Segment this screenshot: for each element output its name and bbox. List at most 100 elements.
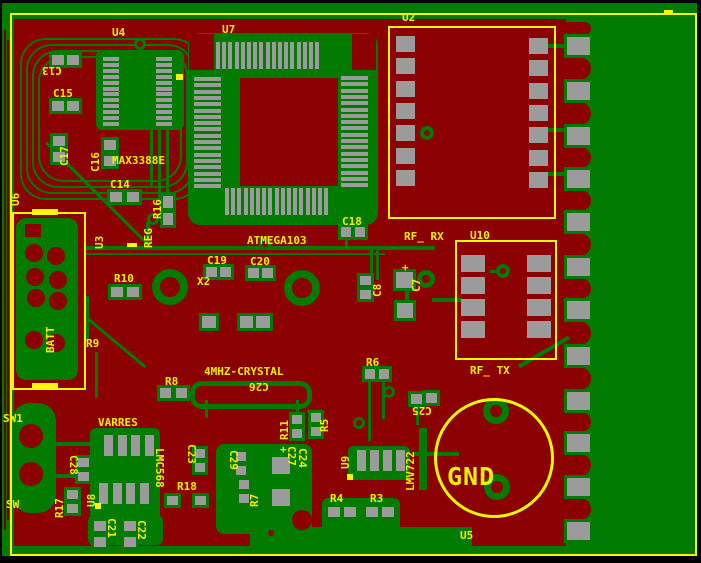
label-u8[interactable]: U8 [85,493,98,507]
label-x2[interactable]: X2 [197,275,211,288]
r7-pad[interactable] [239,480,249,489]
u10-pin-pad[interactable] [461,299,485,316]
u7-pin-pad[interactable] [194,184,221,188]
u4-pin-pad[interactable] [103,98,119,102]
c23-pad[interactable] [195,449,205,458]
u4-pin-pad[interactable] [156,104,172,108]
u10-pin-pad[interactable] [461,255,485,272]
u4-pin-pad[interactable] [103,110,119,114]
c19-pad[interactable] [206,267,217,277]
r18-pad[interactable] [167,496,178,505]
r8-pad[interactable] [160,388,171,398]
c8-pad[interactable] [360,276,371,285]
u7-pin-pad[interactable] [297,42,301,69]
u4-pin-pad[interactable] [103,104,119,108]
u7-pin-pad[interactable] [341,108,368,112]
u7-pin-pad[interactable] [194,109,221,113]
label-u3[interactable]: U3 [93,235,106,249]
c24-pad[interactable] [272,489,290,506]
edge-pad[interactable] [567,170,590,188]
u7-pin-pad[interactable] [231,188,235,215]
u7-pin-pad[interactable] [228,42,232,69]
u2-pin-pad[interactable] [529,127,548,143]
u7-pin-pad[interactable] [194,159,221,163]
u7-pin-pad[interactable] [341,145,368,149]
u4-pin-pad[interactable] [156,87,172,91]
r6-pad[interactable] [379,369,389,379]
u7-pin-pad[interactable] [278,42,282,69]
label-r7[interactable]: R7 [248,493,261,507]
label-sw[interactable]: SW [6,498,20,511]
label-c20[interactable]: C20 [250,255,270,268]
u2-pin-pad[interactable] [396,170,415,186]
label-crystal[interactable]: 4MHZ-CRYSTAL [204,365,284,378]
u4-pin-pad[interactable] [156,92,172,96]
u7-pin-pad[interactable] [194,178,221,182]
label-sw1[interactable]: SW1 [3,412,23,425]
r8-pad[interactable] [176,388,187,398]
label-r16[interactable]: R16 [151,199,164,219]
u7-pin-pad[interactable] [287,188,291,215]
u10-pin-pad[interactable] [527,277,551,294]
edge-pad[interactable] [567,82,590,100]
label-c28[interactable]: C28 [67,455,80,475]
u2-pin-pad[interactable] [529,38,548,54]
c23-pad[interactable] [195,463,205,472]
u7-pin-pad[interactable] [194,121,221,125]
u9-pin-pad[interactable] [370,450,379,471]
u7-pin-pad[interactable] [259,42,263,69]
u7-pin-pad[interactable] [222,42,226,69]
u9-pin-pad[interactable] [357,450,366,471]
u7-pin-pad[interactable] [194,172,221,176]
c18-pad[interactable] [355,227,365,237]
c21-pad[interactable] [94,521,106,531]
r4-pad[interactable] [344,507,356,517]
u2-pin-pad[interactable] [529,105,548,121]
u2-pin-pad[interactable] [529,60,548,76]
u7-pin-pad[interactable] [341,164,368,168]
u7-pin-pad[interactable] [341,82,368,86]
u7-pin-pad[interactable] [250,188,254,215]
c28-pad[interactable] [78,472,89,481]
u10-pin-pad[interactable] [527,299,551,316]
u7-pin-pad[interactable] [194,127,221,131]
edge-pad[interactable] [567,258,590,276]
edge-pad[interactable] [567,347,590,365]
u7-pin-pad[interactable] [194,102,221,106]
c7-pad2[interactable] [397,303,413,318]
u7-pin-pad[interactable] [281,188,285,215]
label-u5[interactable]: U5 [460,529,474,542]
label-max3388e[interactable]: MAX3388E [112,154,165,167]
c16-pad[interactable] [104,156,116,166]
u7-pin-pad[interactable] [341,171,368,175]
gnd-ring-outline[interactable] [434,398,554,518]
u4-pin-pad[interactable] [103,81,119,85]
r17-pad[interactable] [67,490,78,499]
u7-pin-pad[interactable] [194,165,221,169]
u7-pin-pad[interactable] [194,96,221,100]
label-c21[interactable]: C21 [105,518,118,538]
u7-pin-pad[interactable] [256,188,260,215]
u7-pin-pad[interactable] [341,95,368,99]
u7-pin-pad[interactable] [303,42,307,69]
u7-pin-pad[interactable] [194,140,221,144]
label-u4[interactable]: U4 [112,26,126,39]
c14-pad[interactable] [110,192,122,202]
u7-pin-pad[interactable] [272,42,276,69]
c18-pad[interactable] [341,227,351,237]
u7-pin-pad[interactable] [194,153,221,157]
u4-pin-pad[interactable] [103,116,119,120]
r5-pad[interactable] [311,413,321,422]
u2-pin-pad[interactable] [396,36,415,52]
u4-pin-pad[interactable] [156,81,172,85]
u7-pin-pad[interactable] [309,42,313,69]
board-outline[interactable] [10,13,697,556]
r3-pad[interactable] [366,507,378,517]
pad[interactable] [240,316,254,328]
r11-pad[interactable] [292,429,302,438]
r11-pad[interactable] [292,415,302,424]
u9-pin-pad[interactable] [383,450,392,471]
u7-pin-pad[interactable] [341,114,368,118]
label-r17[interactable]: R17 [53,498,66,518]
u4-pin-pad[interactable] [156,110,172,114]
